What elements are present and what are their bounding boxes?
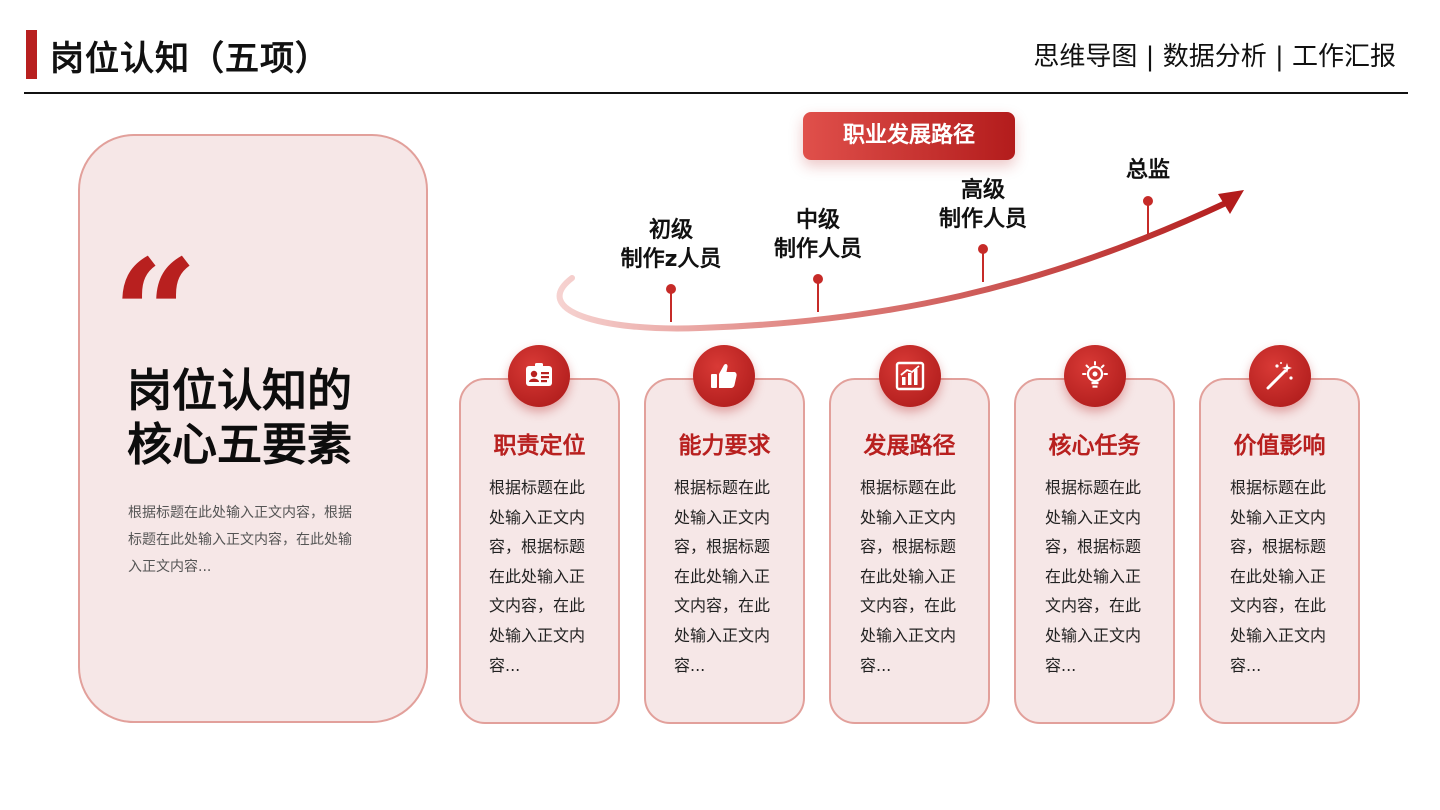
id-card-icon <box>508 345 570 407</box>
career-path-arrowhead <box>1218 190 1244 214</box>
title-accent-bar <box>26 30 37 79</box>
stage-marker-dot-1 <box>666 284 676 294</box>
element-card-1 <box>459 378 620 724</box>
stage-intermediate-line2: 制作人员 <box>773 237 862 262</box>
card-body-1: 根据标题在此处输入正文内容，根据标题在此处输入正文内容，在此处输入正文内容... <box>489 478 586 675</box>
stage-marker-dot-4 <box>1143 196 1153 206</box>
stage-senior: 高级 制作人员 <box>927 176 1039 234</box>
card-body-4: 根据标题在此处输入正文内容，根据标题在此处输入正文内容，在此处输入正文内容... <box>1045 478 1142 675</box>
career-path-line <box>556 199 1231 332</box>
card-title-5: 价值影响 <box>1233 433 1326 459</box>
card-body-3: 根据标题在此处输入正文内容，根据标题在此处输入正文内容，在此处输入正文内容... <box>860 478 957 675</box>
stage-director-line1: 总监 <box>1125 158 1170 183</box>
stage-director: 总监 <box>1108 156 1188 185</box>
page-title: 岗位认知（五项） <box>50 39 330 79</box>
card-title-3: 发展路径 <box>863 433 956 459</box>
element-card-3 <box>829 378 990 724</box>
card-body-5: 根据标题在此处输入正文内容，根据标题在此处输入正文内容，在此处输入正文内容... <box>1230 478 1327 675</box>
stage-junior-line1: 初级 <box>648 218 693 243</box>
summary-card <box>78 134 428 723</box>
bar-chart-icon <box>879 345 941 407</box>
summary-body: 根据标题在此处输入正文内容，根据标题在此处输入正文内容，在此处输入正文内容... <box>128 505 352 575</box>
lightbulb-icon <box>1064 345 1126 407</box>
header-tags: 思维导图 | 数据分析 | 工作汇报 <box>1033 42 1396 72</box>
element-card-4 <box>1014 378 1175 724</box>
card-title-2: 能力要求 <box>678 433 771 459</box>
quote-icon: “ <box>112 227 199 403</box>
stage-markers <box>666 196 1153 322</box>
stage-marker-dot-2 <box>813 274 823 284</box>
career-path-badge: 职业发展路径 <box>803 112 1015 160</box>
summary-heading: 岗位认知的 核心五要素 <box>127 364 352 472</box>
summary-heading-line1: 岗位认知的 <box>127 364 353 417</box>
stage-junior-line2: 制作z人员 <box>620 247 722 272</box>
summary-heading-line2: 核心五要素 <box>127 418 353 471</box>
stage-marker-dot-3 <box>978 244 988 254</box>
card-body-2: 根据标题在此处输入正文内容，根据标题在此处输入正文内容，在此处输入正文内容... <box>674 478 771 675</box>
stage-senior-line2: 制作人员 <box>938 207 1027 232</box>
thumbs-up-icon <box>693 345 755 407</box>
element-card-5 <box>1199 378 1360 724</box>
card-title-1: 职责定位 <box>493 433 586 459</box>
stage-intermediate: 中级 制作人员 <box>762 206 874 264</box>
element-card-2 <box>644 378 805 724</box>
header-divider <box>24 92 1408 94</box>
magic-wand-icon <box>1249 345 1311 407</box>
card-title-4: 核心任务 <box>1048 433 1141 459</box>
stage-junior: 初级 制作z人员 <box>610 216 732 274</box>
stage-senior-line1: 高级 <box>960 178 1005 203</box>
stage-intermediate-line1: 中级 <box>795 208 840 233</box>
